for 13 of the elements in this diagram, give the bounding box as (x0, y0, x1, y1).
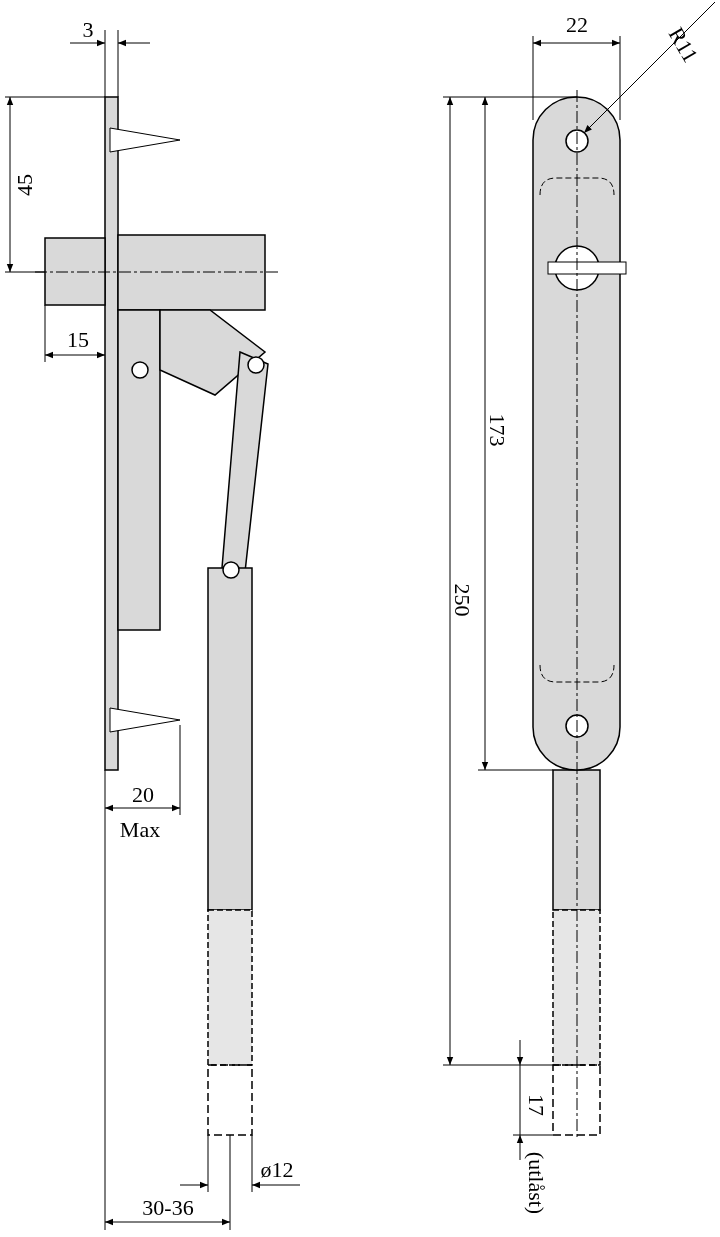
dimension-value: 20 (132, 784, 154, 806)
dimension-value: 22 (566, 14, 588, 36)
dimension-value: 3 (82, 19, 94, 41)
dimension-value: 173 (486, 413, 508, 447)
dimension-value: R11 (664, 23, 702, 67)
dimension-value: 15 (67, 329, 89, 351)
dimension-value: 17 (525, 1094, 547, 1116)
dimension-value: 45 (14, 174, 36, 196)
dimension-value: ø12 (260, 1159, 294, 1181)
dimension-value: 30-36 (142, 1197, 194, 1219)
dimension-value: 250 (451, 583, 473, 617)
note-text: Max (119, 819, 161, 841)
note-text: (utlåst) (525, 1151, 547, 1215)
